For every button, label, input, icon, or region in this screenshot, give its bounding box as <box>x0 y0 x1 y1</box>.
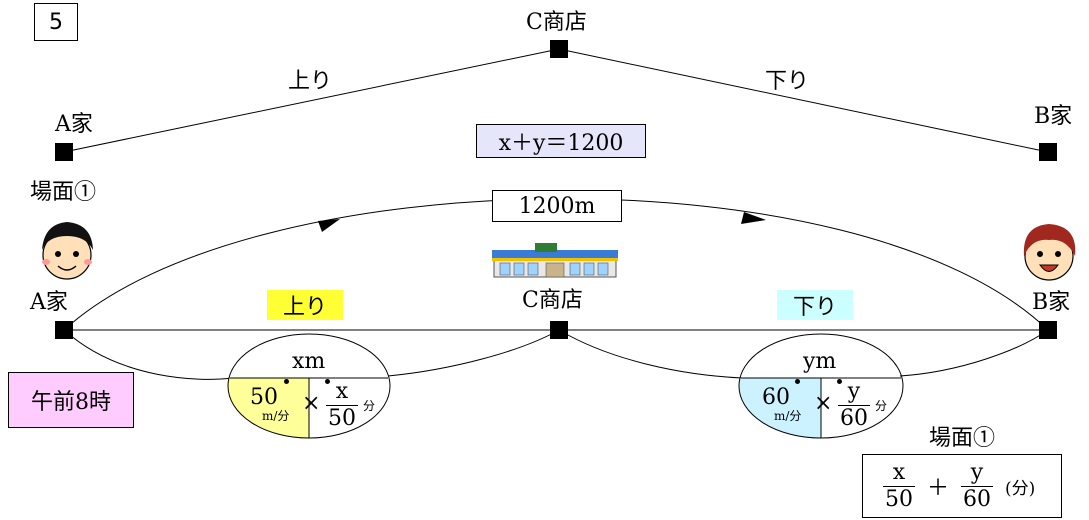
top-a-home-marker <box>55 143 73 161</box>
problem-number-text: 5 <box>49 9 63 35</box>
up-times: × <box>302 391 321 416</box>
result-label: 場面① <box>929 426 996 451</box>
downhill-text: 下り <box>792 295 837 320</box>
scene-a-home-marker <box>55 321 73 339</box>
down-time-unit: 分 <box>875 399 888 413</box>
scene-c-store-label: C商店 <box>522 288 583 313</box>
arrow-right-2 <box>741 212 766 224</box>
up-frac-den: 50 <box>328 406 356 431</box>
down-speed: 60 <box>762 385 790 410</box>
up-dot-1 <box>284 379 289 384</box>
up-speed-unit: m/分 <box>262 409 290 423</box>
down-dot-2 <box>837 379 842 384</box>
down-lower-arc <box>558 329 743 379</box>
boy-icon <box>42 222 93 280</box>
down-times: × <box>814 391 833 416</box>
up-lower-arc-2 <box>387 329 560 377</box>
top-b-home-label: B家 <box>1034 104 1073 129</box>
top-c-store-marker <box>550 40 568 58</box>
scene-b-home-label: B家 <box>1032 290 1071 315</box>
result-frac-1: x 50 <box>883 459 915 512</box>
top-route-up <box>63 48 560 153</box>
girl-icon <box>1023 224 1076 281</box>
result-frac-2: y 60 <box>961 459 994 512</box>
downhill-highlight: 下り <box>777 290 853 320</box>
store-icon <box>492 243 618 278</box>
top-uphill-label: 上り <box>288 69 333 94</box>
up-frac-bar <box>326 405 358 406</box>
uphill-text: 上り <box>282 295 327 320</box>
equation-box: x＋y＝1200 <box>476 124 646 158</box>
top-a-home-label: A家 <box>55 112 93 137</box>
down-frac-den: 60 <box>840 406 868 431</box>
uphill-highlight: 上り <box>267 290 343 320</box>
result-unit: (分) <box>1005 478 1036 499</box>
equation-text: x＋y＝1200 <box>498 131 624 156</box>
scene-c-store-marker <box>550 321 568 339</box>
result-frac-2-bar <box>961 485 994 487</box>
top-downhill-label: 下り <box>765 69 810 94</box>
result-box: x 50 ＋ y 60 (分) <box>862 454 1062 518</box>
up-dot-2 <box>325 379 330 384</box>
top-b-home-marker <box>1039 143 1057 161</box>
scene-a-home-label: A家 <box>30 290 68 315</box>
problem-number: 5 <box>34 3 78 41</box>
arrow-right-1 <box>318 219 340 232</box>
result-plus: ＋ <box>927 476 950 501</box>
up-fraction: x 50 <box>326 381 358 430</box>
down-lower-arc-2 <box>899 329 1049 377</box>
scene-b-home-marker <box>1039 321 1057 339</box>
down-frac-num: y <box>847 379 861 404</box>
down-fraction: y 60 <box>838 381 870 430</box>
result-frac-1-num: x <box>892 459 906 485</box>
result-frac-2-num: y <box>970 459 984 485</box>
scene-label: 場面① <box>30 180 97 205</box>
top-c-store-label: C商店 <box>526 10 587 35</box>
down-distance: ym <box>803 349 837 374</box>
up-lower-arc <box>63 329 233 380</box>
down-speed-unit: m/分 <box>774 409 802 423</box>
up-distance: xm <box>292 349 326 374</box>
total-distance-text: 1200m <box>518 193 596 219</box>
up-time-unit: 分 <box>363 399 376 413</box>
top-route-down <box>558 48 1049 153</box>
total-distance-box: 1200m <box>492 190 622 222</box>
down-dot-1 <box>795 379 800 384</box>
start-time-text: 午前8時 <box>31 390 111 415</box>
start-time-box: 午前8時 <box>8 372 134 428</box>
result-frac-1-den: 50 <box>885 486 913 512</box>
result-frac-1-bar <box>883 485 915 487</box>
up-speed: 50 <box>250 385 278 410</box>
up-frac-num: x <box>335 379 349 404</box>
result-frac-2-den: 60 <box>963 486 992 512</box>
down-frac-bar <box>838 405 870 406</box>
